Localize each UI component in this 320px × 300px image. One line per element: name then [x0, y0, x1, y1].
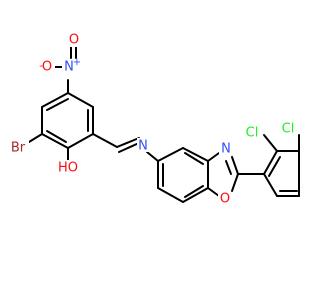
- bond: [231, 173, 239, 192]
- bromine-label: Br: [11, 141, 26, 156]
- bond: [184, 185, 204, 198]
- label-background: [218, 192, 232, 206]
- chlorine-label: Cl: [282, 122, 295, 137]
- label-background: [7, 140, 29, 154]
- bond: [146, 151, 159, 162]
- bond: [263, 173, 278, 197]
- bond: [116, 137, 140, 148]
- bond: [207, 187, 220, 197]
- bond: [28, 133, 43, 143]
- bond: [92, 133, 118, 148]
- bond: [46, 130, 67, 143]
- bond: [157, 187, 184, 203]
- bond: [182, 187, 209, 203]
- bond: [46, 98, 69, 111]
- bond: [118, 142, 140, 153]
- atom-labels: O - N + O Br HO N N O: [7, 33, 298, 207]
- nitro-nitrogen-label: N: [64, 60, 74, 75]
- nitro-oxygen-label: O: [42, 60, 52, 75]
- bond: [41, 92, 69, 108]
- nitro-oxygen-charge: -: [39, 61, 43, 72]
- bond: [41, 133, 69, 149]
- label-background: [41, 60, 55, 74]
- bond: [225, 160, 232, 175]
- bond: [268, 156, 281, 177]
- label-background: [219, 142, 233, 156]
- label-background: [67, 33, 81, 47]
- nitro-oxygen-top-label: O: [69, 33, 79, 48]
- structure-canvas: O - N + O Br HO N N O: [7, 32, 300, 207]
- bond: [67, 133, 94, 149]
- bond-lines: [28, 45, 300, 203]
- label-background: [242, 126, 262, 140]
- bond: [263, 150, 278, 175]
- oxazole-nitrogen-label: N: [221, 142, 231, 157]
- bond: [263, 134, 278, 152]
- hydroxyl-label: HO: [58, 161, 78, 176]
- bond: [157, 147, 184, 162]
- label-background: [137, 138, 151, 152]
- chemical-structure: O - N + O Br HO N N O: [7, 32, 300, 207]
- bond: [184, 152, 204, 165]
- nitro-nitrogen-charge: +: [73, 57, 81, 68]
- label-background: [56, 160, 80, 176]
- label-background: [62, 60, 76, 74]
- bond: [182, 147, 209, 162]
- bond: [207, 152, 220, 162]
- oxazole-oxygen-label: O: [220, 192, 230, 207]
- bond: [231, 156, 239, 175]
- bond: [67, 92, 94, 108]
- chlorine-label: Cl: [246, 126, 259, 141]
- label-background: [278, 122, 298, 136]
- imine-nitrogen-label: N: [138, 139, 148, 154]
